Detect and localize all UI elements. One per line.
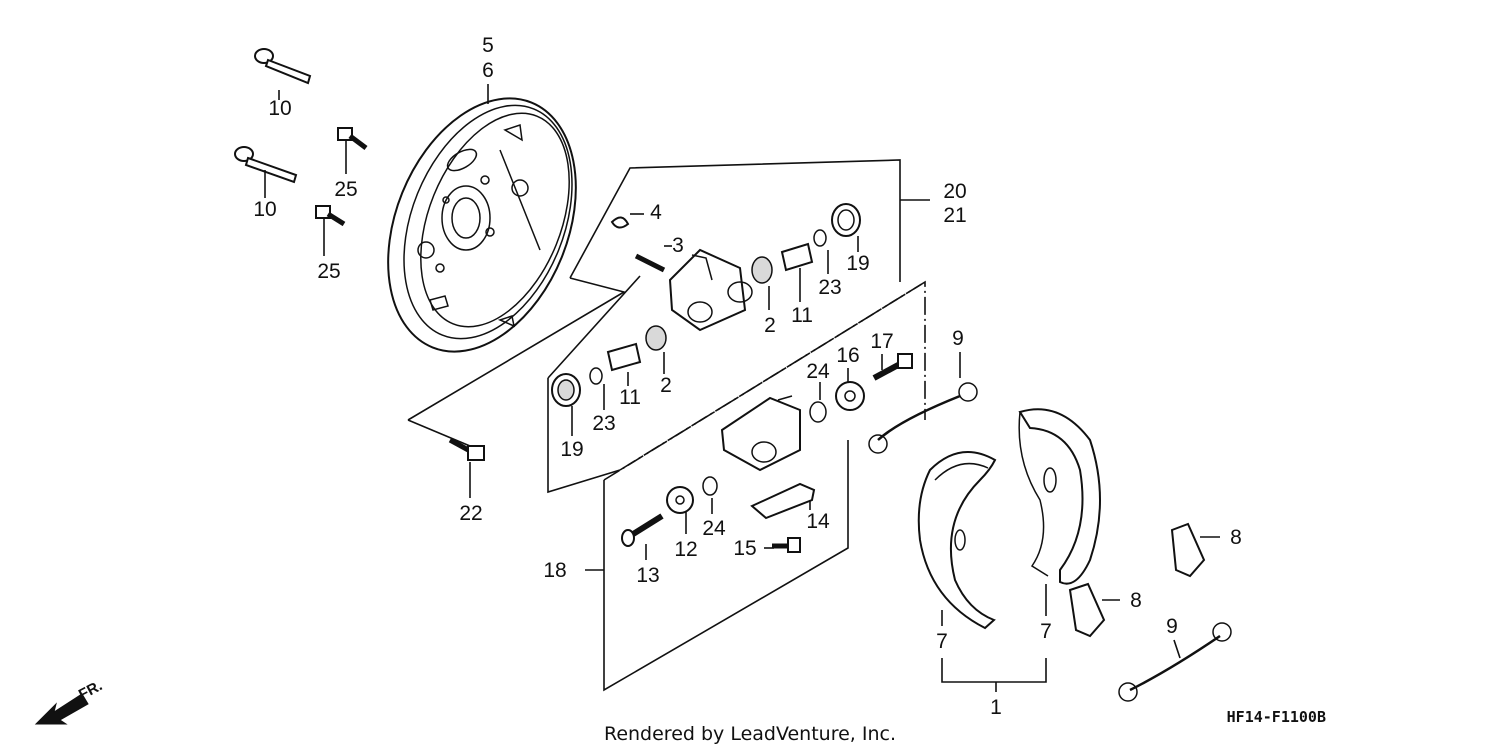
- piston-11-upper[interactable]: [780, 242, 814, 272]
- front-direction-arrow-icon: FR.: [34, 677, 105, 725]
- brake-shoe-left[interactable]: [917, 451, 997, 630]
- washer-24-lower[interactable]: [702, 476, 718, 496]
- cap-4[interactable]: [610, 216, 630, 229]
- callout-25-upper: 25: [334, 178, 357, 201]
- callout-5: 5: [482, 34, 494, 57]
- ring-23-lower[interactable]: [589, 367, 603, 385]
- callout-24-upper: 24: [806, 360, 830, 383]
- bolt-22[interactable]: [448, 437, 485, 461]
- callout-13: 13: [636, 564, 659, 587]
- callout-18: 18: [543, 559, 566, 582]
- bleeder-3[interactable]: [634, 253, 666, 273]
- callout-7-left: 7: [936, 630, 948, 653]
- wheel-cylinder-upper[interactable]: [668, 248, 753, 332]
- callout-11-upper: 11: [791, 304, 813, 327]
- callout-6: 6: [482, 59, 494, 82]
- washer-24-upper[interactable]: [809, 401, 827, 423]
- brake-panel[interactable]: [353, 70, 611, 379]
- clip-8-upper[interactable]: [1170, 522, 1206, 578]
- callout-15: 15: [733, 537, 756, 560]
- callout-8-upper: 8: [1230, 526, 1242, 549]
- bolt-17[interactable]: [872, 353, 913, 381]
- callout-11-lower: 11: [619, 386, 641, 409]
- callout-8-lower: 8: [1130, 589, 1142, 612]
- callout-19-lower: 19: [560, 438, 583, 461]
- piston-11-lower[interactable]: [606, 342, 642, 372]
- callout-23-upper: 23: [818, 276, 841, 299]
- callout-21: 21: [943, 204, 966, 227]
- callout-7-right: 7: [1040, 620, 1052, 643]
- callout-24-lower: 24: [702, 517, 726, 540]
- boot-19-upper[interactable]: [831, 203, 861, 237]
- bolt-10-upper[interactable]: [254, 48, 312, 85]
- leader-lines: [264, 84, 1220, 692]
- callout-10-lower: 10: [253, 198, 276, 221]
- callout-17: 17: [870, 330, 893, 353]
- callout-22: 22: [459, 502, 482, 525]
- gear-12[interactable]: [666, 486, 694, 514]
- cup-2-lower[interactable]: [645, 325, 667, 351]
- callout-1: 1: [990, 696, 1002, 719]
- brake-shoe-right[interactable]: [1018, 408, 1101, 585]
- callout-2-lower: 2: [660, 374, 672, 397]
- callout-16: 16: [836, 344, 859, 367]
- ring-23-upper[interactable]: [813, 229, 827, 247]
- adjuster-assembly-frame: [585, 280, 926, 692]
- callout-4: 4: [650, 201, 662, 224]
- adjuster-housing[interactable]: [720, 395, 801, 472]
- callout-9-lower: 9: [1166, 615, 1178, 638]
- gear-16[interactable]: [835, 381, 865, 411]
- bolt-10-lower[interactable]: [234, 146, 298, 184]
- reference-code: HF14-F1100B: [1227, 708, 1326, 726]
- boot-19-lower[interactable]: [551, 373, 581, 407]
- bolt-25-lower[interactable]: [315, 205, 346, 227]
- callout-14: 14: [806, 510, 830, 533]
- callout-9-upper: 9: [952, 327, 964, 350]
- callout-25-lower: 25: [317, 260, 340, 283]
- callout-19-upper: 19: [846, 252, 869, 275]
- bracket-14[interactable]: [750, 482, 816, 520]
- callout-2-upper: 2: [764, 314, 776, 337]
- spring-9-lower[interactable]: [1118, 622, 1232, 702]
- credit-text: Rendered by LeadVenture, Inc.: [604, 723, 896, 745]
- callout-23-lower: 23: [592, 412, 615, 435]
- callout-12: 12: [674, 538, 697, 561]
- spring-9-upper[interactable]: [868, 382, 978, 454]
- clip-8-lower[interactable]: [1068, 582, 1106, 638]
- callout-labels: 5 6 10 10 25 25 4 3 20 21 19 23 2 11 19 …: [253, 34, 1242, 719]
- callout-10-upper: 10: [268, 97, 291, 120]
- callout-20: 20: [943, 180, 966, 203]
- pin-15[interactable]: [772, 537, 801, 553]
- screw-13[interactable]: [621, 513, 664, 547]
- cup-2-upper[interactable]: [751, 256, 773, 284]
- callout-3: 3: [672, 234, 684, 257]
- bolt-25-upper[interactable]: [337, 127, 368, 150]
